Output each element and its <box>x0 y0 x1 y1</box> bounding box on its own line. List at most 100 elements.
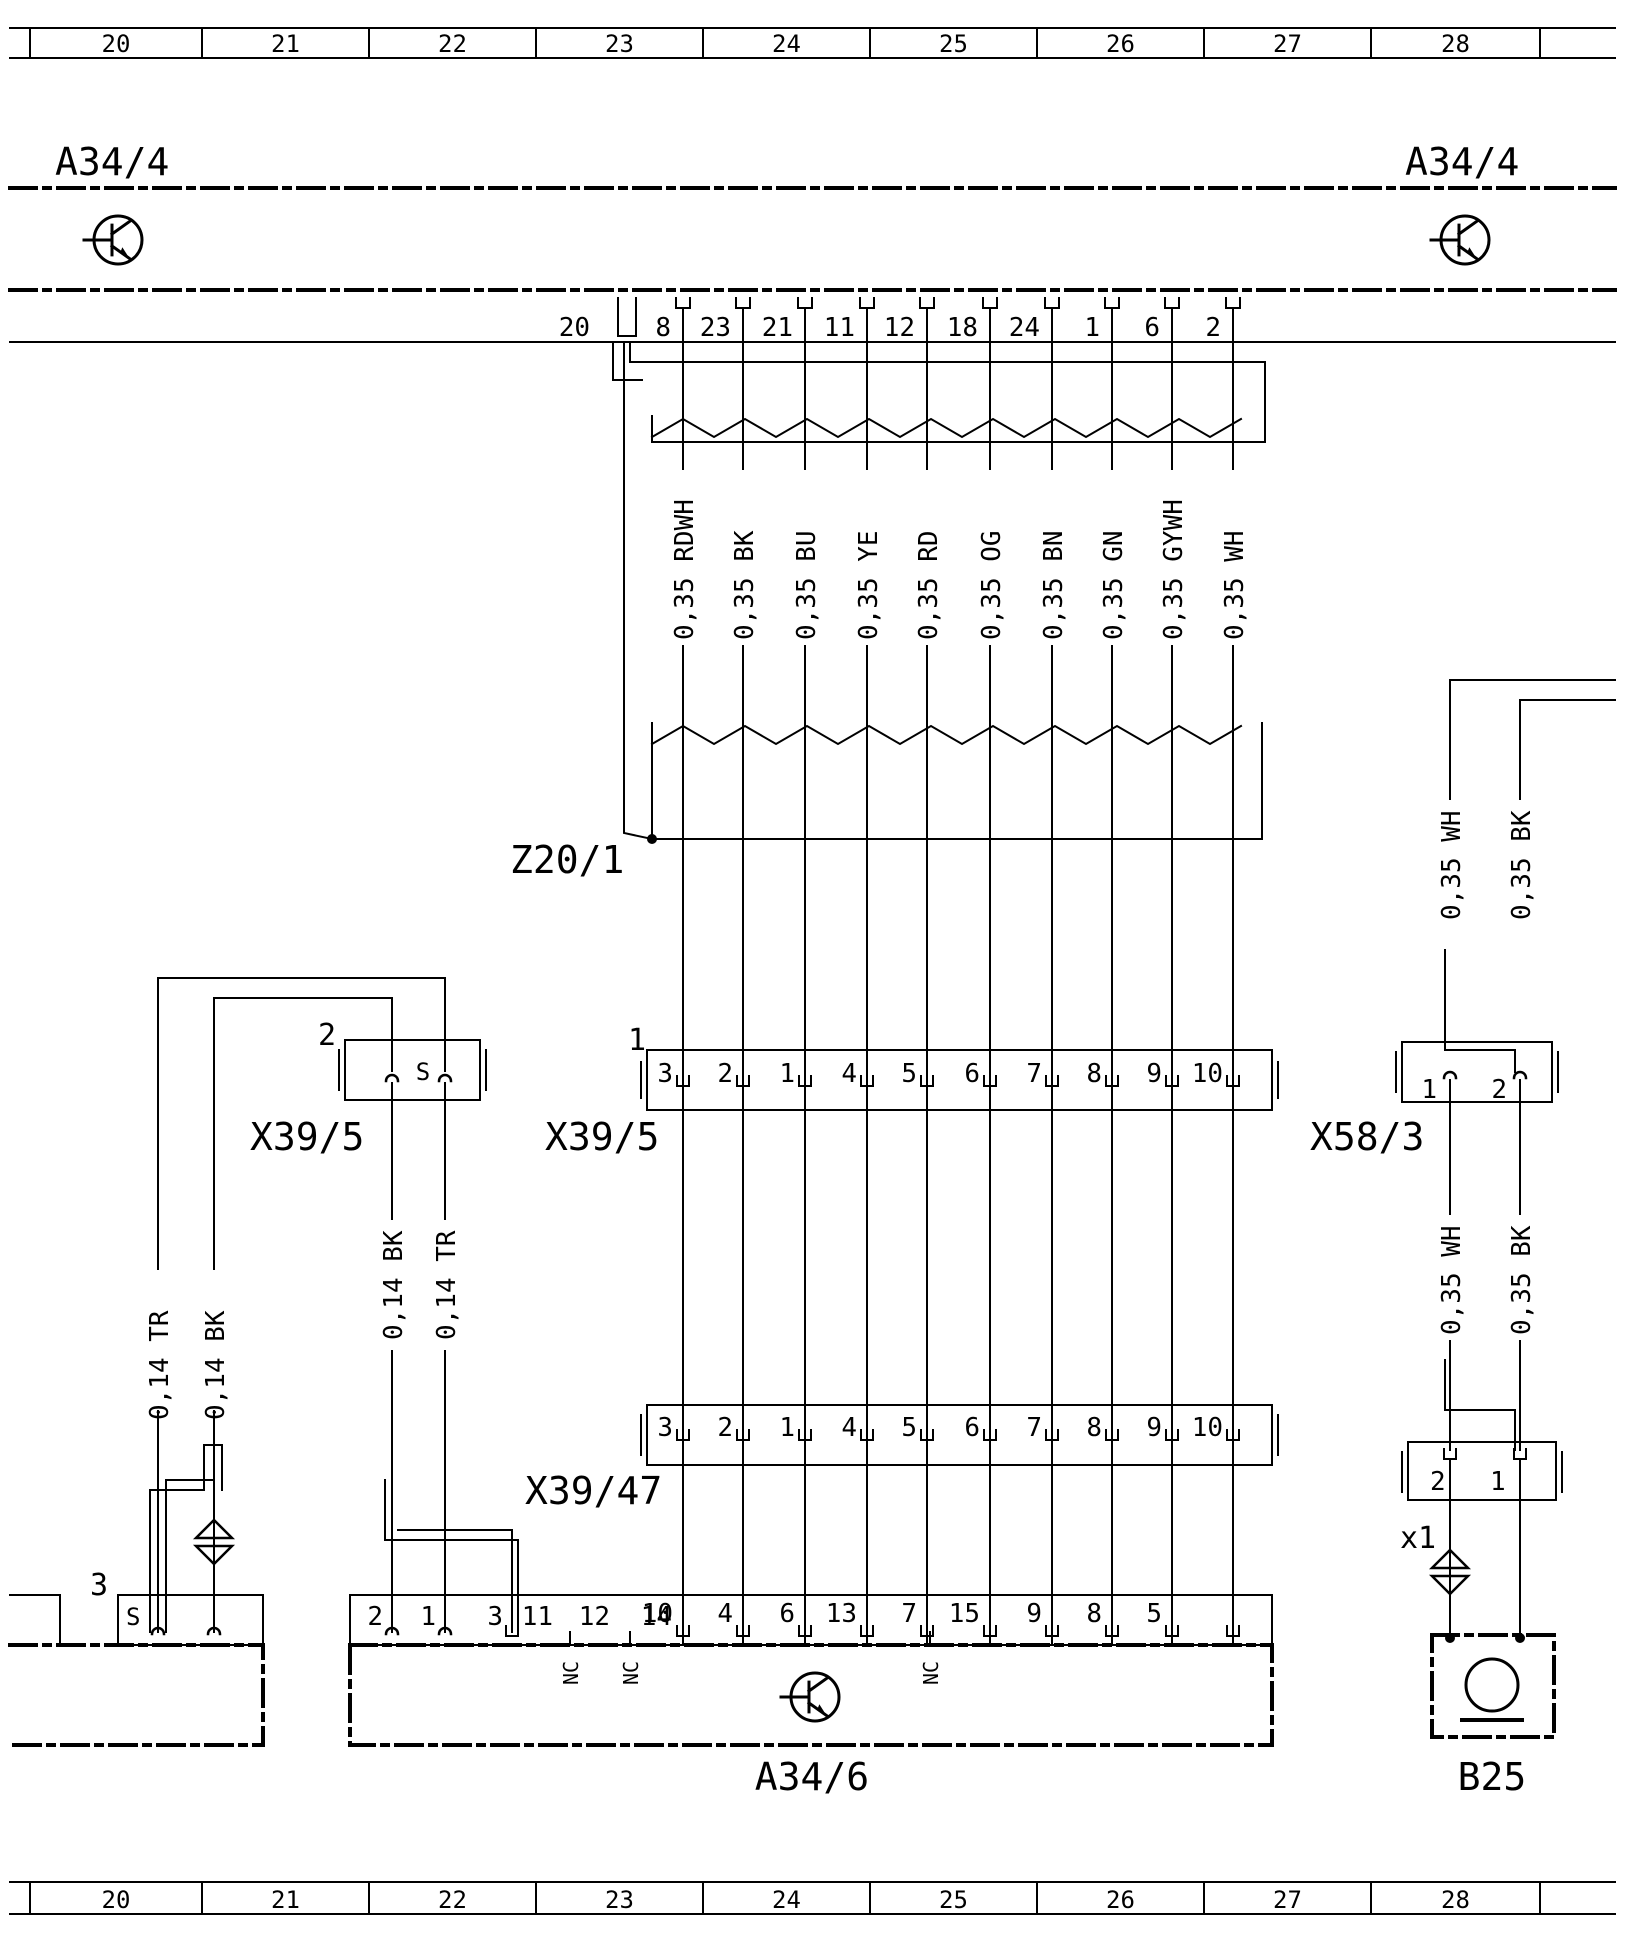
x58-3-pin-arc <box>1442 1070 1458 1080</box>
x39-5-pin-number: 2 <box>717 1059 733 1089</box>
x39-5-small-marker: 2 <box>318 1018 336 1053</box>
label-gap <box>1446 800 1454 925</box>
a34-6-module-box <box>348 1643 1274 1747</box>
bus-wire-label-gap <box>681 470 685 645</box>
x39-47-pin-number: 8 <box>1086 1413 1102 1443</box>
x39-47-connector <box>646 1404 1273 1466</box>
bus-top-pin-number: 23 <box>700 313 731 343</box>
x39-5-pin-number: 7 <box>1026 1059 1042 1089</box>
ground-symbol-down <box>192 1544 236 1566</box>
a34-6-pin-number: 7 <box>901 1599 917 1629</box>
x39-5-pin-socket <box>736 1075 750 1087</box>
x39-47-pin-socket <box>736 1429 750 1441</box>
a34-6-pin-number: 1 <box>420 1602 436 1632</box>
a34-6-pin-socket <box>1165 1625 1179 1637</box>
x39-47-pin-number: 9 <box>1146 1413 1162 1443</box>
bus-top-pin-receptacle <box>735 297 751 309</box>
nc-label: NC <box>619 1661 643 1685</box>
bus-wire-color-label: 0,35 GN <box>1099 530 1129 640</box>
ruler-top-label: 27 <box>1273 30 1302 58</box>
x39-5-main-connector <box>646 1049 1273 1111</box>
bus-top-pin-receptacle <box>859 297 875 309</box>
b25-component-box <box>1430 1633 1556 1739</box>
x39-47-pin-socket <box>676 1429 690 1441</box>
shield-drain-wire <box>623 341 654 841</box>
small-shield-sleeve <box>384 1479 519 1633</box>
a34-6-pin-arc <box>437 1626 453 1636</box>
bus-top-pin-receptacle <box>1225 297 1241 309</box>
x39-5-pin-socket <box>860 1075 874 1087</box>
x39-5-small-pin <box>437 1073 453 1083</box>
bus-wire-label-gap <box>925 470 929 645</box>
a34-4-left-label: A34/4 <box>55 140 169 184</box>
bus-wire-label-gap <box>988 470 992 645</box>
b25-shield-sleeve <box>1444 1359 1516 1451</box>
label-gap <box>154 1270 162 1410</box>
ground-symbol-up <box>192 1518 236 1540</box>
bus-top-pin-number: 8 <box>655 313 671 343</box>
x39-5-small-shield-label: S <box>416 1058 430 1086</box>
x39-5-pin-socket <box>1165 1075 1179 1087</box>
transistor-icon-arrow <box>817 1704 827 1717</box>
z20-1-label: Z20/1 <box>510 838 624 882</box>
left-box-marker: 3 <box>90 1568 108 1603</box>
ruler-bottom-label: 27 <box>1273 1886 1302 1914</box>
label-gap <box>388 1220 396 1350</box>
x39-47-pin-number: 1 <box>779 1413 795 1443</box>
a34-6-pin-number: 3 <box>487 1602 503 1632</box>
x39-47-pin-number: 7 <box>1026 1413 1042 1443</box>
x39-5-small-pin <box>384 1073 400 1083</box>
x58-3-shield-sleeve <box>1444 949 1516 1073</box>
b25-lower-wire-label: 0,35 WH <box>1437 1225 1467 1335</box>
b25-connector <box>1407 1441 1557 1501</box>
bus-wire-color-label: 0,35 RD <box>914 530 944 640</box>
x39-5-pin-number: 10 <box>1192 1059 1223 1089</box>
x39-5-pin-socket <box>676 1075 690 1087</box>
x39-5-pin-socket <box>1045 1075 1059 1087</box>
transistor-icon-arrow <box>1467 247 1477 260</box>
x39-47-pin-number: 2 <box>717 1413 733 1443</box>
ruler-top-label: 22 <box>438 30 467 58</box>
small-harness-wire-label: 0,14 BK <box>379 1230 409 1340</box>
x39-5-pin-number: 6 <box>964 1059 980 1089</box>
ruler-top-label: 24 <box>772 30 801 58</box>
a34-6-pin-socket <box>860 1625 874 1637</box>
shield-pin-number: 20 <box>559 313 590 343</box>
nc-label: NC <box>919 1661 943 1685</box>
a34-6-pin-socket <box>920 1625 934 1637</box>
x39-5-pin-number: 4 <box>841 1059 857 1089</box>
x39-47-pin-number: 6 <box>964 1413 980 1443</box>
a34-6-pin-number: 5 <box>1146 1599 1162 1629</box>
transistor-icon-collector <box>109 218 133 237</box>
bus-wire-label-gap <box>803 470 807 645</box>
x58-3-pin-arc <box>1512 1070 1528 1080</box>
ruler-bottom-label: 20 <box>102 1886 131 1914</box>
bus-top-pin-number: 2 <box>1205 313 1221 343</box>
x39-5-pin-number: 5 <box>901 1059 917 1089</box>
b25-upper-wire-label: 0,35 BK <box>1507 810 1537 920</box>
b25-pin-label: x1 <box>1400 1521 1436 1556</box>
x58-3-label: X58/3 <box>1310 1115 1424 1159</box>
x39-47-pin-socket <box>1165 1429 1179 1441</box>
b25-terminal-dot <box>1445 1633 1455 1643</box>
left-box-pin-arc <box>206 1626 222 1636</box>
ruler-bottom-label: 22 <box>438 1886 467 1914</box>
ruler-top-label: 20 <box>102 30 131 58</box>
a34-6-pin-number: 14 <box>641 1602 672 1632</box>
bus-top-pin-receptacle <box>919 297 935 309</box>
bus-top-pin-receptacle <box>982 297 998 309</box>
b25-lower-wire-label: 0,35 BK <box>1507 1225 1537 1335</box>
ground-symbol-up <box>1428 1548 1472 1570</box>
x39-47-pin-number: 3 <box>657 1413 673 1443</box>
x39-47-pin-socket <box>1105 1429 1119 1441</box>
label-gap <box>210 1270 218 1410</box>
x39-47-pin-socket <box>1045 1429 1059 1441</box>
bus-top-pin-number: 18 <box>947 313 978 343</box>
a34-6-pin-number: 12 <box>579 1602 610 1632</box>
bus-wire-color-label: 0,35 BN <box>1039 530 1069 640</box>
small-harness-wire-label: 0,14 TR <box>432 1230 462 1340</box>
bus-top-pin-number: 21 <box>762 313 793 343</box>
b25-label: B25 <box>1458 1755 1527 1799</box>
a34-6-pin-number: 6 <box>779 1599 795 1629</box>
